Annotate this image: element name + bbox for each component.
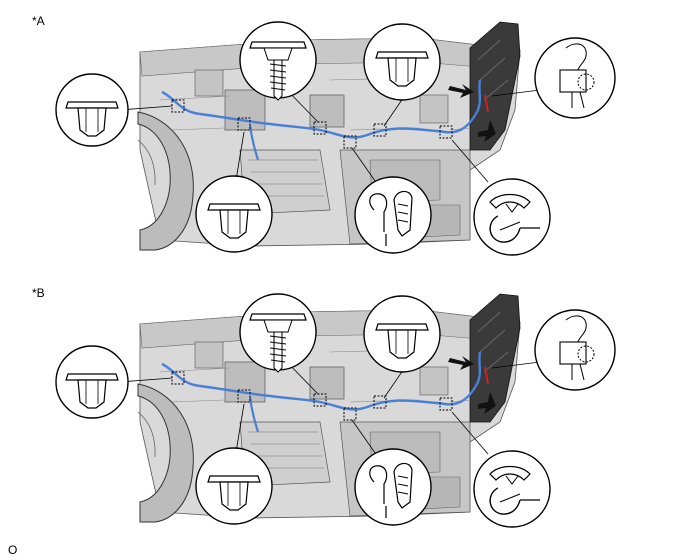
dashboard-view-a	[54, 20, 617, 257]
view-label-b: *B	[32, 286, 45, 300]
page-marker: O	[8, 543, 18, 557]
view-label-a: *A	[32, 14, 45, 28]
dashboard-view-b	[54, 292, 617, 529]
